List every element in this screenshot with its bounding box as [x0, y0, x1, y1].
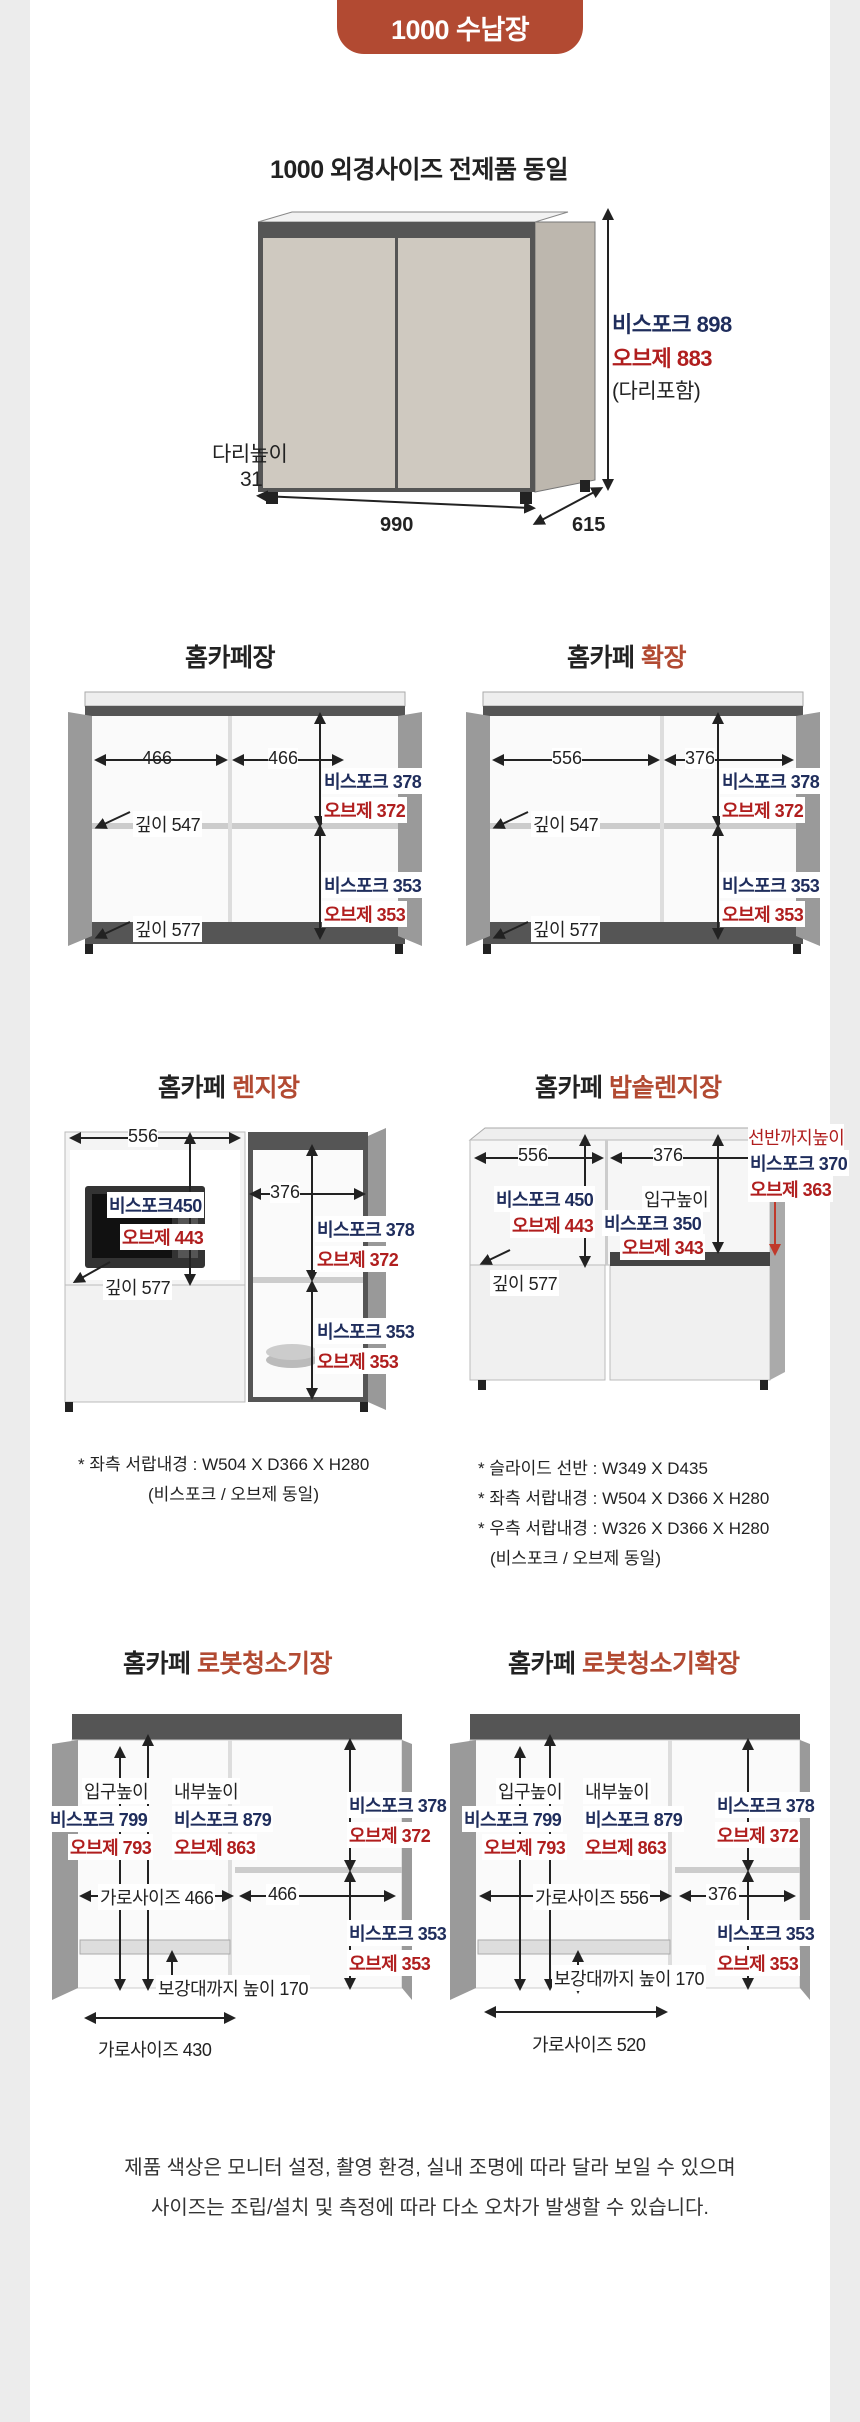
p4-note-4: (비스포크 / 오브제 동일)	[490, 1549, 661, 1568]
p5-b1: 비스포크 378	[347, 1792, 449, 1818]
panel5-title: 홈카페 로봇청소기장	[123, 1650, 332, 1678]
p3-note-1: * 좌측 서랍내경 : W504 X D366 X H280	[78, 1455, 370, 1474]
p6-o-entry: 오브제 793	[482, 1834, 568, 1860]
panel6-illustration	[450, 1714, 810, 2018]
main-height-obje: 오브제 883	[612, 346, 713, 371]
p1-b1: 비스포크 378	[322, 768, 424, 794]
p5-inner: 내부높이	[172, 1778, 241, 1804]
leg-height-label: 다리높이	[212, 443, 288, 466]
footer-line-1: 제품 색상은 모니터 설정, 촬영 환경, 실내 조명에 따라 달라 보일 수 …	[124, 2157, 736, 2179]
p5-o2: 오브제 353	[347, 1950, 433, 1976]
p1-b2: 비스포크 353	[322, 872, 424, 898]
p6-o2: 오브제 353	[715, 1950, 801, 1976]
p4-entry: 입구높이	[642, 1186, 711, 1212]
p3-o1: 오브제 372	[315, 1246, 401, 1272]
p1-w1: 466	[142, 748, 173, 768]
main-depth: 615	[572, 514, 606, 536]
p1-w2: 466	[268, 748, 299, 769]
main-height-bisfork: 비스포크 898	[612, 312, 732, 337]
p5-b-inner: 비스포크 879	[172, 1806, 274, 1832]
p2-d1: 깊이 547	[531, 811, 601, 837]
p4-o-entry: 오브제 343	[620, 1234, 706, 1260]
p3-note-2: (비스포크 / 오브제 동일)	[148, 1485, 319, 1504]
p6-b1: 비스포크 378	[715, 1792, 817, 1818]
main-cabinet-illustration	[256, 208, 614, 525]
p5-bottom: 가로사이즈 430	[98, 2040, 212, 2060]
p3-o2: 오브제 353	[315, 1348, 401, 1374]
p4-o-in: 오브제 443	[510, 1212, 596, 1238]
p3-b1: 비스포크 378	[315, 1216, 417, 1242]
p2-b1: 비스포크 378	[720, 768, 822, 794]
p3-b2: 비스포크 353	[315, 1318, 417, 1344]
p6-horiz: 가로사이즈 556	[533, 1884, 651, 1910]
p4-w1: 556	[518, 1145, 549, 1166]
p5-reinforce: 보강대까지 높이 170	[156, 1975, 310, 2001]
p6-entry: 입구높이	[496, 1778, 565, 1804]
main-height-note: (다리포함)	[612, 380, 701, 403]
leg-height-value: 31	[240, 468, 263, 491]
p4-b-entry: 비스포크 350	[602, 1210, 704, 1236]
p5-w2: 466	[266, 1884, 299, 1905]
p5-horiz: 가로사이즈 466	[98, 1884, 216, 1910]
p5-b2: 비스포크 353	[347, 1920, 449, 1946]
p2-o1: 오브제 372	[720, 797, 806, 823]
p6-o1: 오브제 372	[715, 1822, 801, 1848]
p3-o-in: 오브제 443	[120, 1224, 206, 1250]
p3-d1: 깊이 577	[103, 1274, 173, 1300]
p1-d1: 깊이 547	[133, 811, 203, 837]
panel6-title: 홈카페 로봇청소기확장	[508, 1650, 740, 1678]
p4-b-shelf: 비스포크 370	[748, 1150, 850, 1176]
panel2-title: 홈카페 확장	[567, 644, 686, 672]
p6-w2: 376	[706, 1884, 739, 1905]
p4-w2: 376	[653, 1145, 684, 1166]
panel4-title: 홈카페 밥솥렌지장	[535, 1074, 722, 1102]
p1-d2: 깊이 577	[133, 916, 203, 942]
p6-b-inner: 비스포크 879	[583, 1806, 685, 1832]
page: 1000 수납장 1000 외경사이즈 전제품 동일 비스포크 898 오브	[30, 0, 850, 2422]
p4-shelf: 선반까지높이	[748, 1124, 845, 1150]
footer-line-2: 사이즈는 조립/설치 및 측정에 따라 다소 오차가 발생할 수 있습니다.	[151, 2197, 709, 2219]
p5-o1: 오브제 372	[347, 1822, 433, 1848]
p6-bottom: 가로사이즈 520	[532, 2035, 646, 2055]
section-badge: 1000 수납장	[337, 0, 583, 54]
p6-reinforce: 보강대까지 높이 170	[552, 1965, 706, 1991]
p2-o2: 오브제 353	[720, 901, 806, 927]
p5-entry: 입구높이	[82, 1778, 151, 1804]
p4-o-shelf: 오브제 363	[748, 1176, 834, 1202]
p4-d1: 깊이 577	[490, 1270, 560, 1296]
p1-o1: 오브제 372	[322, 797, 408, 823]
p6-b2: 비스포크 353	[715, 1920, 817, 1946]
p5-o-inner: 오브제 863	[172, 1834, 258, 1860]
p5-o-entry: 오브제 793	[68, 1834, 154, 1860]
p6-o-inner: 오브제 863	[583, 1834, 669, 1860]
p5-b-entry: 비스포크 799	[48, 1806, 150, 1832]
p2-w2: 376	[685, 748, 716, 769]
p3-b-in: 비스포크450	[107, 1192, 204, 1218]
p3-w1: 556	[128, 1126, 159, 1147]
panel3-title: 홈카페 렌지장	[158, 1074, 300, 1102]
p6-b-entry: 비스포크 799	[462, 1806, 564, 1832]
p1-o2: 오브제 353	[322, 901, 408, 927]
panel1-title: 홈카페장	[185, 644, 276, 672]
p6-inner: 내부높이	[583, 1778, 652, 1804]
p4-note-2: * 좌측 서랍내경 : W504 X D366 X H280	[478, 1489, 770, 1508]
p3-w2: 376	[270, 1182, 301, 1203]
p2-d2: 깊이 577	[531, 916, 601, 942]
main-title: 1000 외경사이즈 전제품 동일	[270, 156, 568, 184]
main-width: 990	[380, 514, 414, 536]
p4-note-1: * 슬라이드 선반 : W349 X D435	[478, 1459, 708, 1478]
p2-w1: 556	[552, 748, 583, 769]
p4-b-in: 비스포크 450	[494, 1186, 596, 1212]
p2-b2: 비스포크 353	[720, 872, 822, 898]
p4-note-3: * 우측 서랍내경 : W326 X D366 X H280	[478, 1519, 770, 1538]
